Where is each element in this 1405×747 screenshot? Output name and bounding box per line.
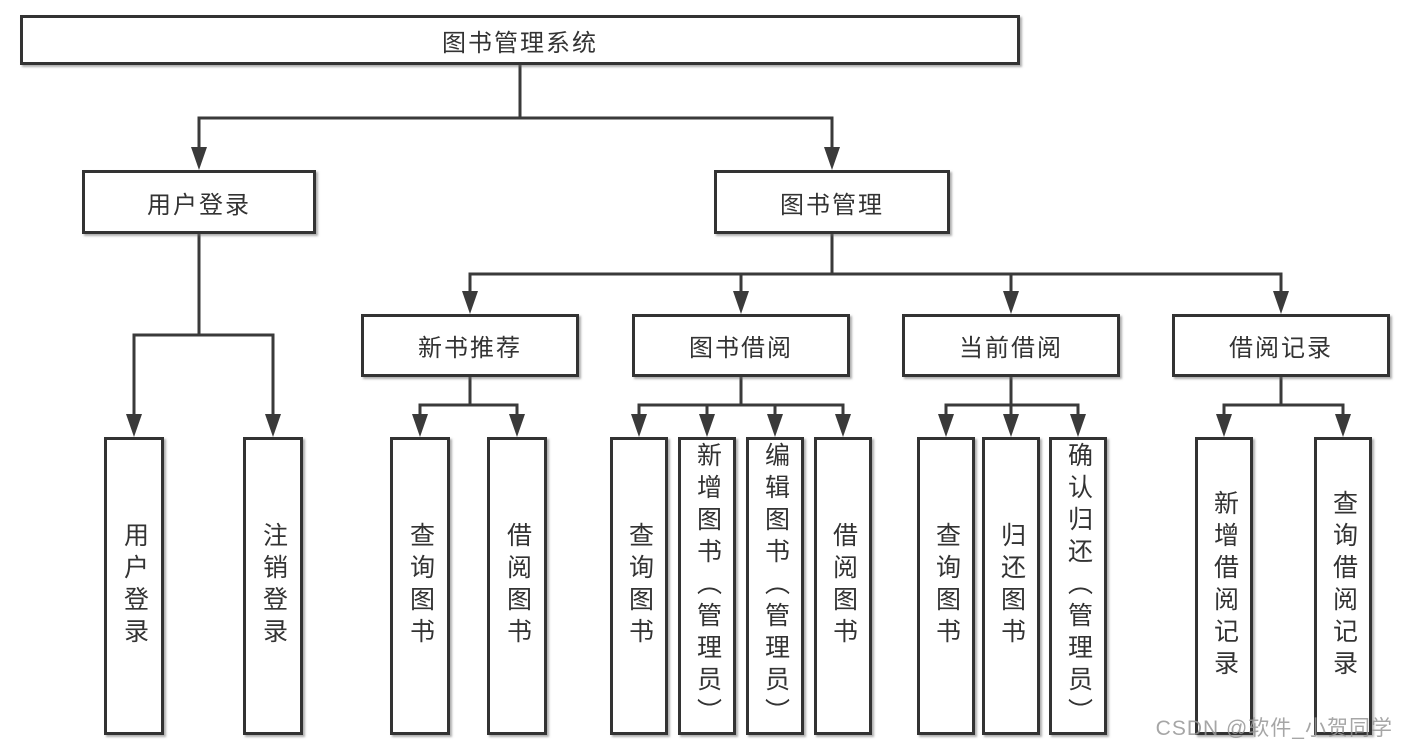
- node-label: 新书推荐: [418, 335, 522, 362]
- node-label: 借阅记录: [1229, 335, 1333, 362]
- leaf-label: 查询图书: [406, 522, 435, 650]
- leaf-label: 编辑图书（管理员）: [761, 442, 790, 730]
- node-label: 图书管理: [780, 191, 884, 219]
- leaf-borrow-books-recommend: 借阅图书: [487, 437, 547, 735]
- leaf-add-books-admin: 新增图书（管理员）: [678, 437, 736, 735]
- leaf-label: 用户登录: [120, 522, 149, 650]
- node-book-borrow: 图书借阅: [632, 314, 850, 377]
- leaf-label: 确认归还（管理员）: [1064, 442, 1093, 730]
- leaf-return-books: 归还图书: [982, 437, 1040, 735]
- node-book-management: 图书管理: [714, 170, 950, 234]
- leaf-user-login: 用户登录: [104, 437, 164, 735]
- node-label: 用户登录: [147, 191, 251, 219]
- leaf-query-books-current: 查询图书: [917, 437, 975, 735]
- leaf-label: 注销登录: [259, 522, 288, 650]
- leaf-label: 借阅图书: [829, 522, 858, 650]
- leaf-label: 查询图书: [932, 522, 961, 650]
- leaf-label: 查询图书: [625, 522, 654, 650]
- leaf-query-borrow-record: 查询借阅记录: [1314, 437, 1372, 735]
- leaf-confirm-return-admin: 确认归还（管理员）: [1049, 437, 1107, 735]
- node-current-borrow: 当前借阅: [902, 314, 1120, 377]
- csdn-watermark: CSDN @软件_小贺同学: [1155, 717, 1393, 740]
- leaf-borrow-books: 借阅图书: [814, 437, 872, 735]
- leaf-query-books: 查询图书: [610, 437, 668, 735]
- node-label: 图书管理系统: [442, 29, 598, 57]
- leaf-query-books-recommend: 查询图书: [390, 437, 450, 735]
- node-label: 当前借阅: [959, 335, 1063, 362]
- node-label: 图书借阅: [689, 335, 793, 362]
- leaf-label: 新增图书（管理员）: [693, 442, 722, 730]
- leaf-edit-books-admin: 编辑图书（管理员）: [746, 437, 804, 735]
- leaf-label: 借阅图书: [503, 522, 532, 650]
- leaf-label: 新增借阅记录: [1210, 490, 1239, 682]
- node-system-root: 图书管理系统: [20, 15, 1020, 65]
- leaf-logout: 注销登录: [243, 437, 303, 735]
- node-user-login: 用户登录: [82, 170, 316, 234]
- leaf-add-borrow-record: 新增借阅记录: [1195, 437, 1253, 735]
- node-borrow-records: 借阅记录: [1172, 314, 1390, 377]
- arrowheads: [126, 147, 1351, 437]
- leaf-label: 查询借阅记录: [1329, 490, 1358, 682]
- node-new-book-recommend: 新书推荐: [361, 314, 579, 377]
- leaf-label: 归还图书: [997, 522, 1026, 650]
